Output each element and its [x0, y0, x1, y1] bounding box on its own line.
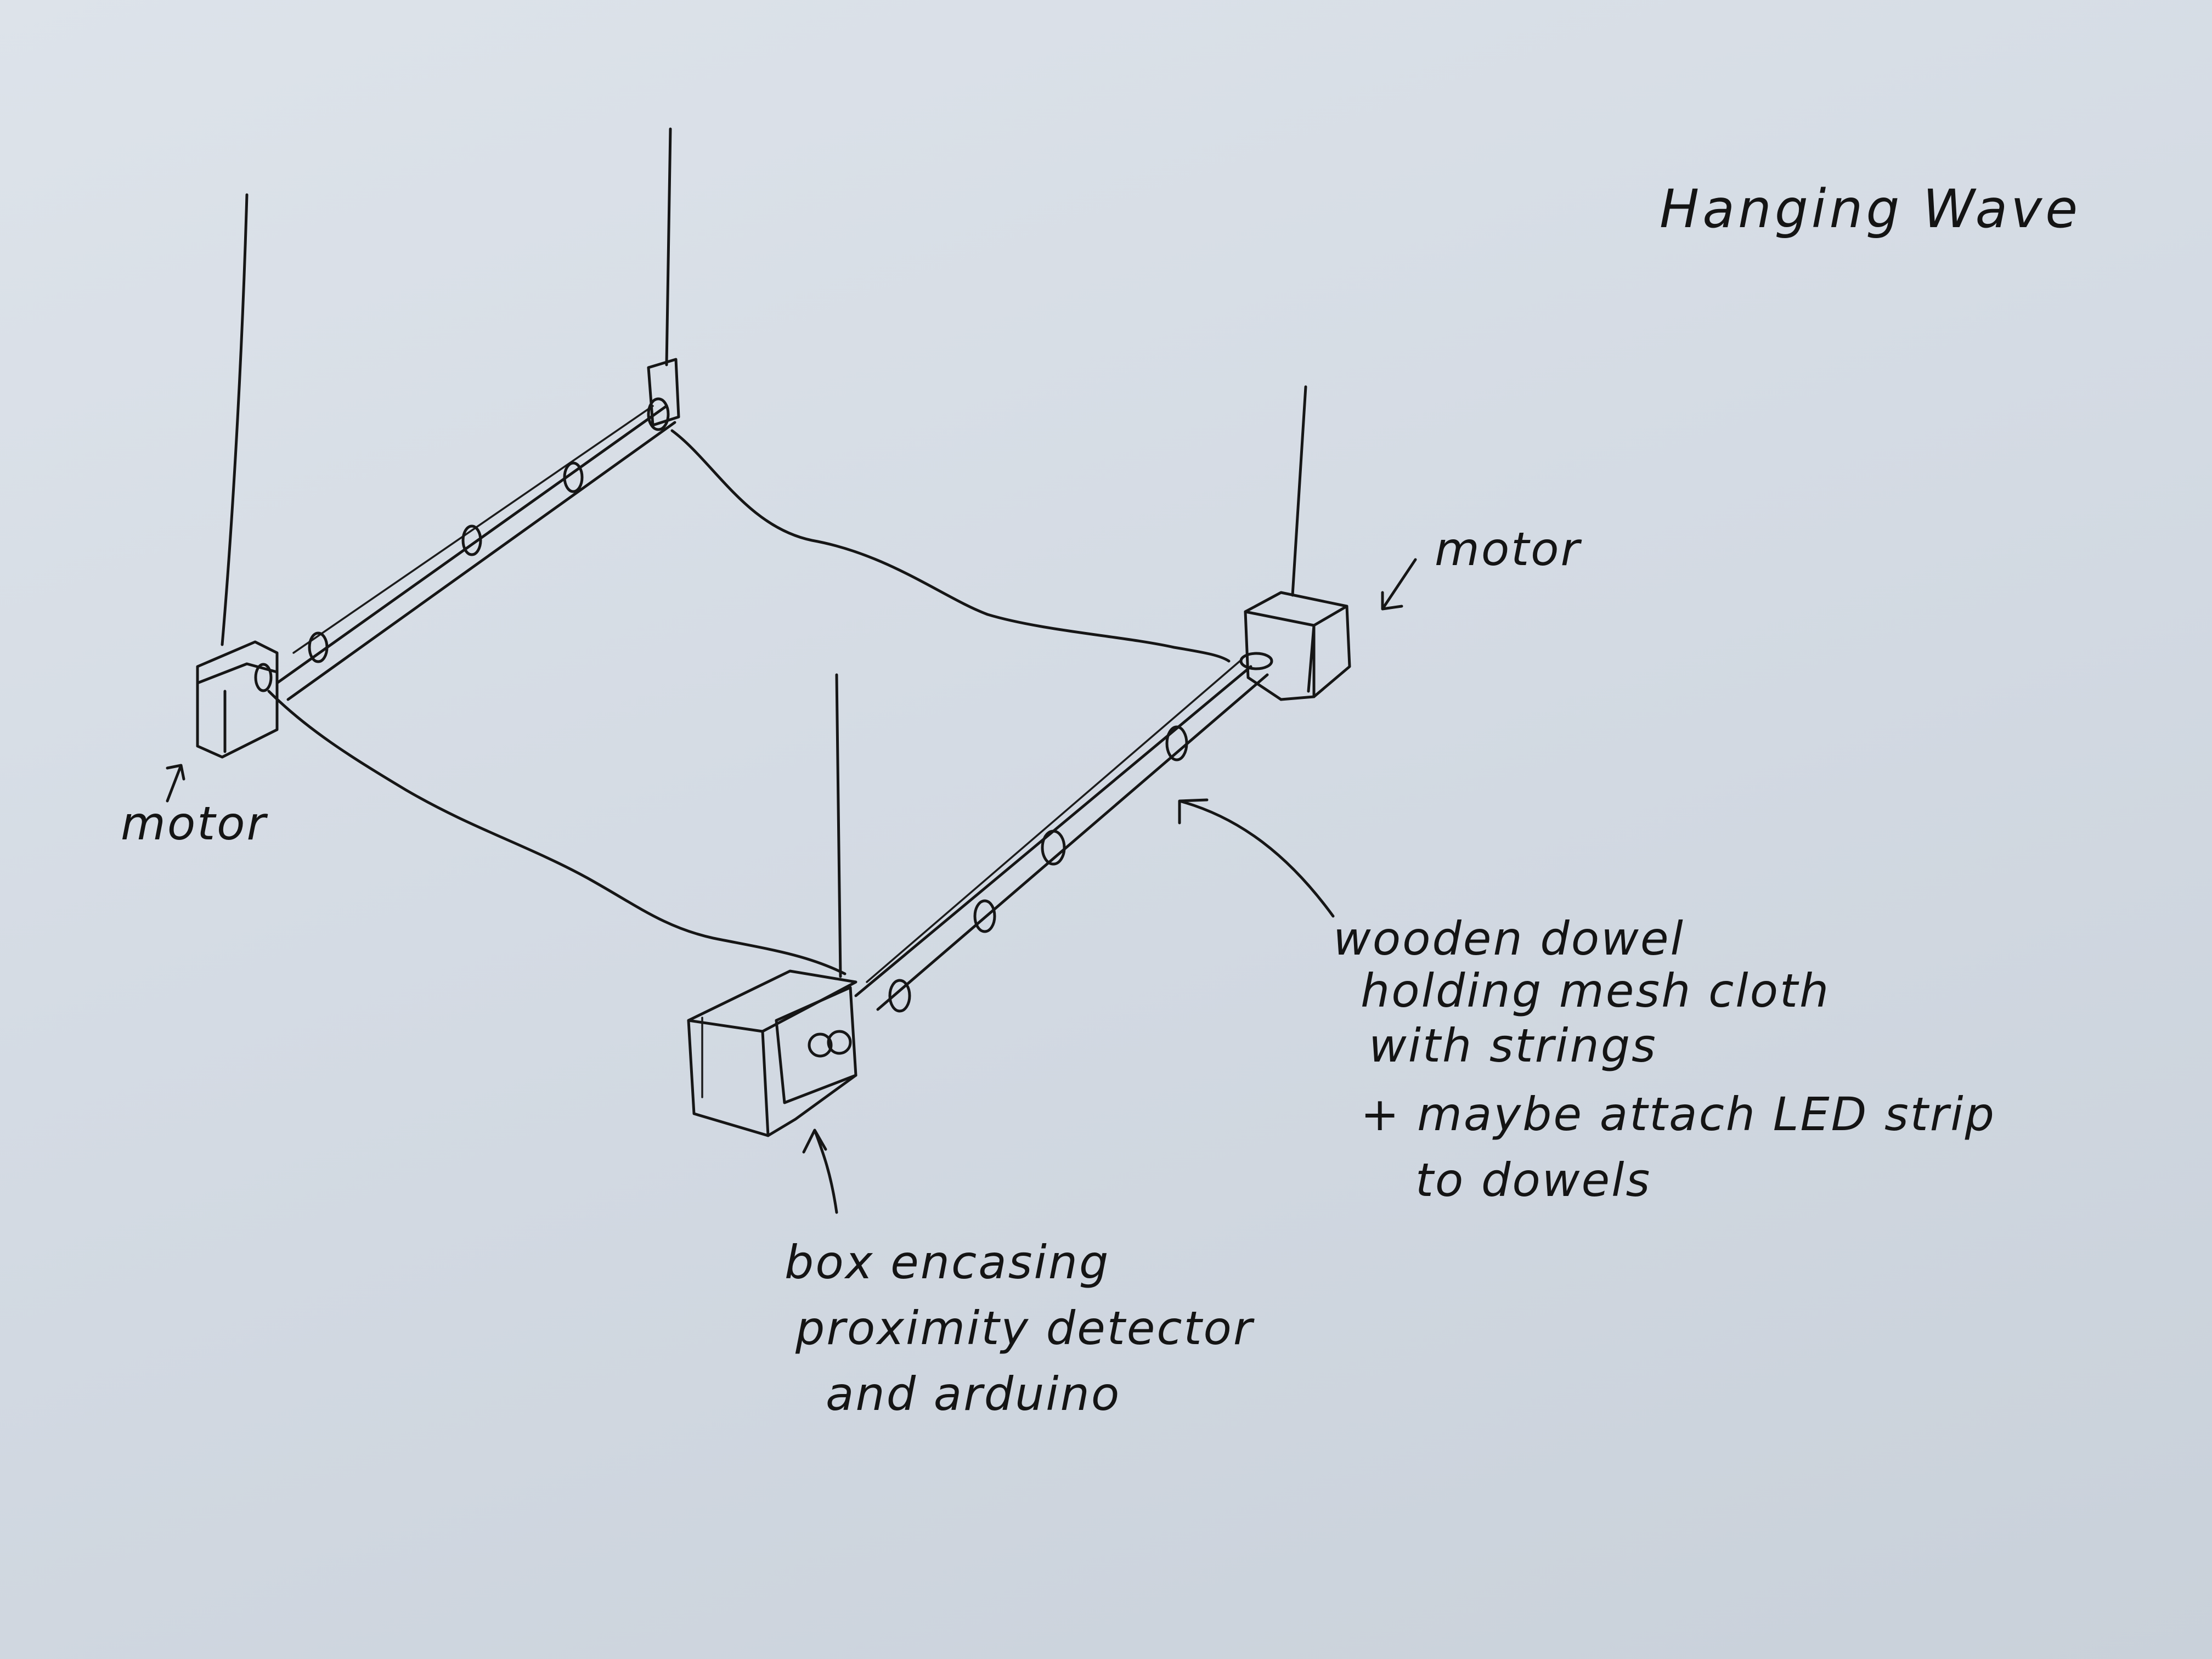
dowel-back: [277, 399, 675, 699]
string-right: [1293, 387, 1306, 595]
label-box-line-1: box encasing: [785, 1237, 1110, 1288]
arrow-motor-right: [1383, 560, 1415, 609]
motor-left: [198, 642, 277, 757]
label-dowel-line-1: wooden dowel: [1333, 913, 1685, 964]
label-box-line-3: and arduino: [826, 1369, 1121, 1419]
string-front: [837, 675, 840, 977]
label-motor-left: motor: [121, 798, 267, 849]
label-motor-right: motor: [1435, 524, 1581, 574]
sensor-box: [689, 971, 856, 1136]
label-dowel-line-3: with strings: [1369, 1020, 1657, 1071]
label-led-line-2: to dowels: [1415, 1155, 1651, 1205]
pointer-arrows: [167, 560, 1415, 1212]
mesh-cloth-outline: [269, 431, 1229, 974]
hanging-strings: [222, 129, 1306, 977]
page-title: Hanging Wave: [1660, 178, 2081, 240]
label-dowel-line-2: holding mesh cloth: [1361, 966, 1830, 1016]
arrow-motor-left: [167, 765, 184, 801]
arrow-dowel: [1180, 800, 1333, 916]
dowel-front: [856, 653, 1272, 1011]
arrow-box: [804, 1130, 837, 1212]
motor-right: [1245, 592, 1350, 699]
label-box-line-2: proximity detector: [795, 1303, 1254, 1353]
string-back: [667, 129, 670, 365]
string-left: [222, 195, 247, 645]
label-led-line-1: + maybe attach LED strip: [1361, 1089, 1996, 1139]
